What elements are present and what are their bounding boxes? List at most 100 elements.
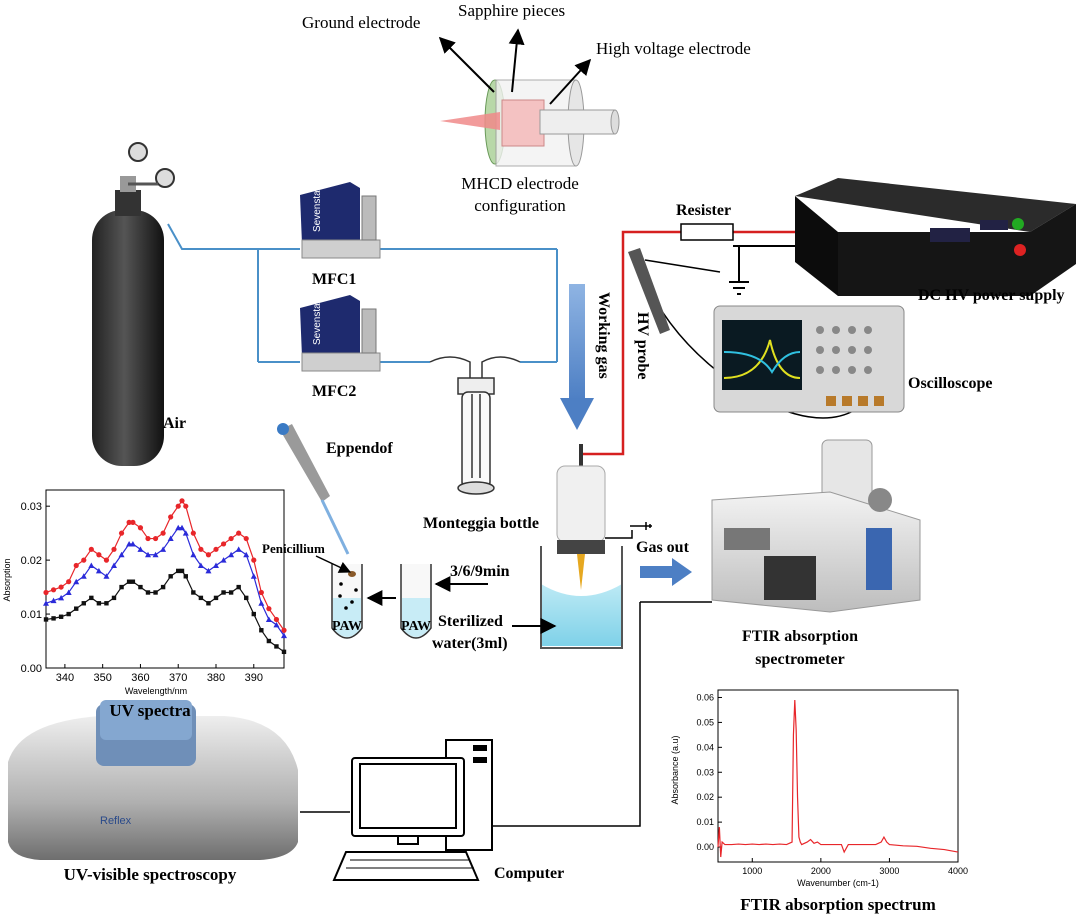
label-air: Air [163, 415, 186, 432]
uv-point [179, 498, 185, 504]
uv-point [221, 590, 226, 595]
ftir-ytick-label: 0.03 [696, 767, 714, 777]
uv-point [66, 579, 72, 585]
uv-point [281, 649, 287, 655]
uv-point [118, 530, 125, 536]
ftir-series-line [717, 699, 959, 858]
eppendof-pipette [277, 423, 350, 555]
uv-point [191, 590, 196, 595]
resister [680, 223, 734, 241]
uv-xtick-label: 360 [131, 672, 149, 684]
label-high-voltage-electrode: High voltage electrode [596, 39, 751, 58]
uv-point [281, 632, 287, 639]
uv-xtick-label: 370 [169, 672, 187, 684]
uv-point [138, 584, 143, 590]
label-oscilloscope: Oscilloscope [908, 375, 992, 392]
ftir-ytick-label: 0.04 [696, 742, 714, 752]
uv-point [190, 530, 196, 536]
computer-icon [332, 739, 493, 881]
uv-point [236, 584, 241, 590]
label-mfc2: MFC2 [312, 383, 356, 400]
uv-point [251, 557, 257, 563]
uv-point [213, 546, 219, 552]
uv-point [220, 557, 227, 563]
label-penicillium: Penicillium [262, 541, 325, 556]
label-mfc1: MFC1 [312, 271, 356, 288]
uv-point [130, 519, 136, 525]
uv-point [89, 595, 94, 601]
label-sterilized-line2: water(3ml) [432, 635, 508, 652]
label-ftir-line1: FTIR absorption [742, 628, 858, 645]
uv-point [250, 573, 257, 579]
working-gas-arrow [560, 284, 594, 430]
uv-point [281, 627, 287, 633]
uv-point [228, 535, 234, 542]
uv-point [137, 525, 144, 531]
ftir-ytick-label: 0.06 [696, 692, 714, 702]
uv-point [129, 540, 136, 547]
uv-point [266, 606, 272, 612]
uv-point [126, 579, 132, 584]
uv-point [274, 644, 279, 649]
uv-point [95, 567, 102, 574]
uv-point [167, 535, 174, 542]
uv-point [43, 589, 49, 596]
label-ground-electrode: Ground electrode [302, 13, 420, 32]
uv-point [258, 589, 264, 596]
uv-point [228, 590, 234, 595]
pointer-ground-electrode [438, 36, 495, 93]
uv-point [88, 562, 95, 569]
uv-point [153, 590, 158, 595]
label-working-gas: Working gas [595, 292, 612, 379]
mfc2-flow-controller: Sevenstar [300, 295, 381, 372]
uv-plot-frame [45, 489, 285, 669]
uv-point [179, 524, 185, 531]
uv-point [111, 595, 117, 601]
uv-point [175, 503, 181, 509]
uv-point [160, 530, 166, 536]
air-cylinder [92, 142, 175, 466]
uv-point [119, 584, 124, 590]
uv-point [81, 601, 86, 606]
cable-ftir-to-computer [468, 601, 712, 827]
uv-point [220, 541, 227, 547]
uv-ytick-label: 0.00 [21, 663, 42, 675]
uv-xtick-label: 380 [207, 672, 225, 684]
uv-point [176, 568, 181, 574]
uv-point [50, 597, 57, 604]
uv-point [88, 546, 94, 552]
mhcd-electrode-illustration [440, 79, 620, 167]
uv-point [43, 600, 49, 606]
pointer-penicillium [315, 555, 352, 573]
ftir-ytick-label: 0.02 [696, 792, 714, 802]
label-mhcd-line1: MHCD electrode [461, 174, 579, 193]
uv-point [145, 551, 151, 558]
uv-visible-instrument: Reflex [8, 700, 298, 860]
uv-series-line-1 [45, 527, 285, 636]
uv-point [118, 551, 125, 558]
label-resister: Resister [676, 202, 731, 219]
mfc2-brand: Sevenstar [312, 299, 323, 345]
uv-point [74, 606, 79, 611]
uv-point [228, 551, 235, 558]
ftir-spectrometer [711, 439, 921, 613]
oscilloscope [713, 305, 905, 413]
mfc1-brand: Sevenstar [312, 186, 323, 232]
uv-point [160, 584, 166, 590]
label-gas-out: Gas out [636, 539, 690, 556]
uv-ytick-label: 0.03 [21, 501, 42, 513]
label-ftir-spectrum: FTIR absorption spectrum [740, 895, 936, 914]
uv-point [152, 535, 159, 542]
ftir-xtick-label: 4000 [948, 866, 968, 876]
uv-point [183, 503, 189, 509]
label-hv-probe: HV probe [634, 312, 651, 379]
uv-series-line-2 [45, 570, 285, 653]
uv-point [213, 562, 219, 569]
gas-lines [167, 223, 558, 363]
label-ftir-line2: spectrometer [755, 651, 844, 668]
uv-point [145, 590, 151, 595]
uv-point [96, 552, 102, 558]
ftir-xtick-label: 3000 [879, 866, 899, 876]
label-eppendof: Eppendof [326, 440, 393, 457]
